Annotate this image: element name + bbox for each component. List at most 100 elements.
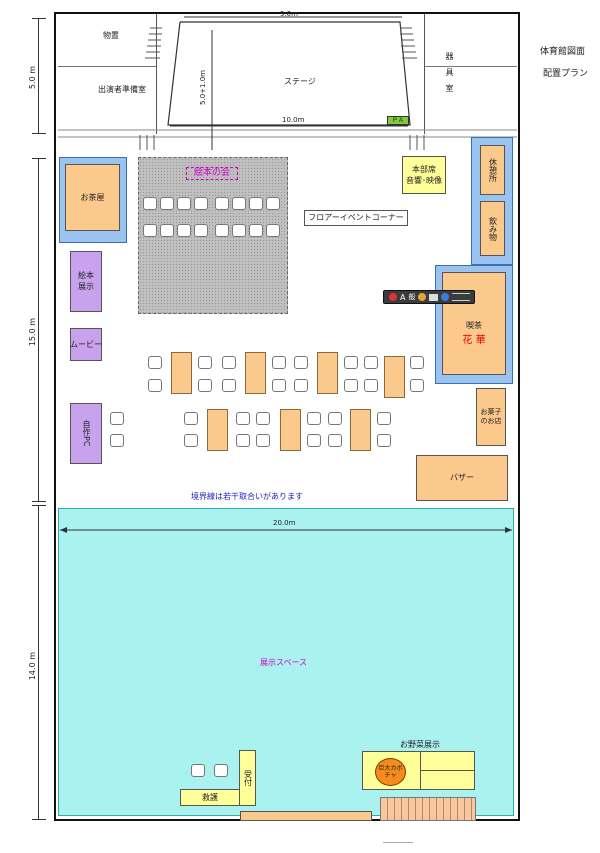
floating-toolbar[interactable]: A 般 (383, 290, 475, 304)
chair (249, 224, 263, 237)
table (317, 352, 338, 394)
chair (236, 434, 250, 447)
drinks-label: 飲み物 (488, 216, 498, 241)
stage-back-wall-r (425, 66, 517, 134)
dim-tick (32, 505, 46, 506)
chair (160, 197, 174, 210)
table (207, 409, 228, 451)
self-pc-booth: 自作PC (70, 403, 102, 464)
pa-box: ＰＡ (387, 116, 409, 125)
chair (307, 434, 321, 447)
chat-icon[interactable] (429, 293, 439, 301)
dim-tick (32, 819, 46, 820)
chair (222, 356, 236, 369)
dim-line-top (38, 18, 39, 133)
chair (364, 356, 378, 369)
hq-sub-label: 音響･映像 (406, 175, 442, 185)
chair (232, 197, 246, 210)
chair (294, 356, 308, 369)
stage-back-wall (58, 66, 156, 134)
chair (215, 224, 229, 237)
vegetable-label: お野菜展示 (400, 740, 440, 749)
help-icon[interactable] (389, 293, 397, 301)
text-icon[interactable]: A (400, 292, 406, 302)
chair (177, 224, 191, 237)
chair (194, 197, 208, 210)
chair (272, 356, 286, 369)
floor-event-corner: フロアーイベントコーナー (304, 210, 408, 226)
chair (307, 412, 321, 425)
chair (184, 434, 198, 447)
chair (328, 434, 342, 447)
stage-outline (58, 16, 517, 150)
chair (410, 356, 424, 369)
table (350, 409, 371, 451)
chair (148, 379, 162, 392)
chair (344, 356, 358, 369)
picture-book-exhibit-label: 絵本展示 (78, 271, 94, 291)
chair (256, 412, 270, 425)
chair (110, 434, 124, 447)
pen-icon[interactable] (418, 293, 427, 301)
movie-booth: ムービー (70, 328, 102, 361)
free-rest-label: 休憩所 (488, 158, 498, 182)
cafe: 喫茶 花 華 (442, 272, 506, 375)
self-pc-label: 自作PC (82, 420, 91, 447)
chair (194, 224, 208, 237)
reception-label: 受付 (243, 770, 253, 786)
table (171, 352, 192, 394)
chair (184, 412, 198, 425)
chair (198, 356, 212, 369)
menu-icon[interactable] (452, 293, 471, 301)
cafe-name: 花 華 (462, 334, 486, 346)
free-rest: 休憩所 (480, 145, 505, 195)
chair (377, 412, 391, 425)
dim-line-mid (38, 158, 39, 501)
chair (364, 379, 378, 392)
chair (256, 434, 270, 447)
picture-book-event-label: 絵本の会 (186, 167, 238, 180)
vegetable-stairs (380, 797, 476, 821)
equipment-room-label: 器具室 (445, 52, 454, 100)
hq-booth: 本部席 音響･映像 (402, 156, 446, 194)
dim-label-bottom: 14.0 m (28, 652, 37, 681)
drinks: 飲み物 (480, 201, 505, 256)
prep-room-label: 出演者準備室 (98, 85, 146, 94)
chair (328, 412, 342, 425)
hand-icon[interactable]: 般 (408, 293, 416, 301)
dim-tick (32, 501, 46, 502)
chair (266, 197, 280, 210)
chair (294, 379, 308, 392)
chair (266, 224, 280, 237)
chair (148, 356, 162, 369)
chair (222, 379, 236, 392)
chair (215, 197, 229, 210)
giant-pumpkin-label: 巨大カボチャ (378, 764, 403, 779)
chair (344, 379, 358, 392)
chair (198, 379, 212, 392)
chair (236, 412, 250, 425)
dim-line-bottom (38, 505, 39, 819)
chair (143, 197, 157, 210)
bazaar: バザー (416, 455, 508, 501)
props-room-label: 物置 (103, 31, 119, 40)
help2-icon[interactable] (441, 293, 450, 301)
chair (160, 224, 174, 237)
chair (377, 434, 391, 447)
stage-label: ステージ (284, 77, 316, 86)
chair (272, 379, 286, 392)
bottom-entrance (240, 811, 372, 821)
table (245, 352, 266, 394)
floor-width-label: 20.0m (273, 519, 296, 527)
giant-pumpkin: 巨大カボチャ (375, 758, 406, 786)
exhibit-space-label: 展示スペース (260, 658, 308, 667)
side-subtitle: 配置プラン (543, 69, 589, 79)
picture-book-exhibit: 絵本展示 (70, 251, 102, 312)
chair (191, 764, 205, 777)
chair (143, 224, 157, 237)
sweets-shop: お菓子のお店 (476, 388, 506, 446)
stage-floor (156, 14, 425, 134)
dim-tick (32, 158, 46, 159)
boundary-note: 境界線は若干取合いがあります (191, 492, 303, 501)
chair (232, 224, 246, 237)
